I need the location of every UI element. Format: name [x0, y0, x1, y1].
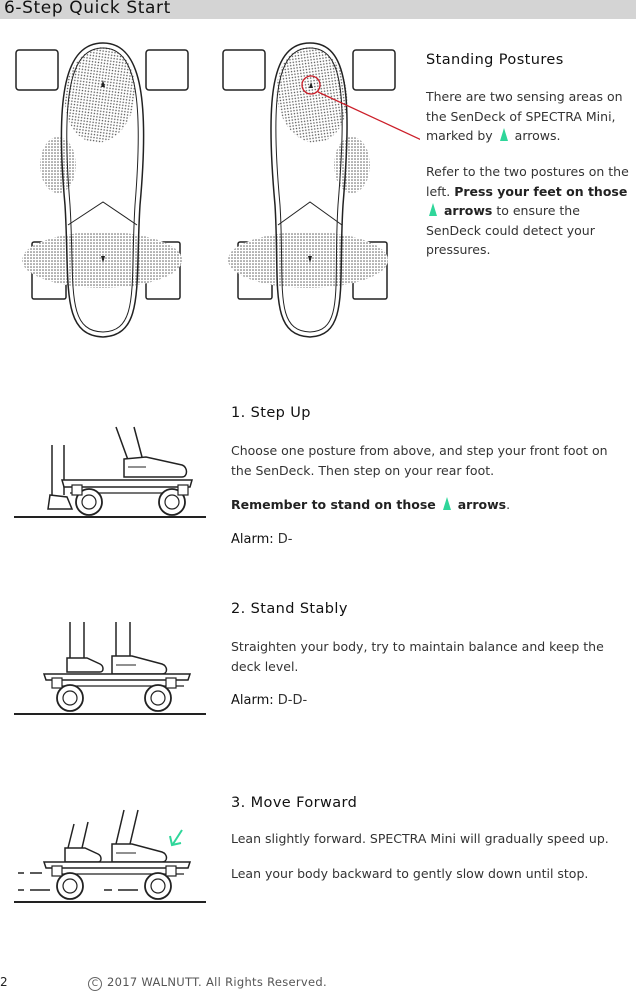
- skateboard-step-up-icon: [14, 426, 206, 518]
- step-3-text-1: Lean slightly forward. SPECTRA Mini will…: [231, 831, 609, 846]
- copyright-icon: C: [88, 977, 102, 991]
- copyright: C 2017 WALNUTT. All Rights Reserved.: [88, 975, 327, 991]
- step-1-remember-text: Remember to stand on those: [231, 497, 436, 512]
- step-1-title: 1. Step Up: [231, 405, 311, 421]
- step-1-alarm: Alarm: D-: [231, 530, 292, 550]
- sensing-arrow-icon: [499, 128, 508, 141]
- postures-p2-text: Refer to the two postures on the left.: [426, 164, 629, 199]
- header-bar: 6-Step Quick Start: [0, 0, 636, 19]
- alarm-value: D-D-: [277, 693, 308, 708]
- foot-postures-illustration: [15, 42, 420, 338]
- sensing-arrow-icon: [442, 497, 451, 510]
- postures-p2-bold-arrows: arrows: [443, 203, 493, 218]
- skateboard-move-icon: [14, 809, 206, 903]
- postures-title: Standing Postures: [426, 52, 564, 68]
- step-1-remember-arrows: arrows: [457, 497, 507, 512]
- step-1-remember-period: .: [506, 497, 511, 512]
- step-3-title: 3. Move Forward: [231, 795, 358, 811]
- step-2-title: 2. Stand Stably: [231, 601, 348, 617]
- postures-p1-tail: arrows.: [514, 128, 561, 143]
- foot-outline-left-icon: [15, 42, 189, 338]
- skateboard-stand-icon: [14, 622, 206, 715]
- postures-p2-tail: to ensure the SenDeck could detect your …: [426, 203, 595, 257]
- alarm-label: Alarm:: [231, 693, 274, 708]
- step-2-text: Straighten your body, try to maintain ba…: [231, 639, 604, 674]
- step-2-alarm: Alarm: D-D-: [231, 691, 307, 711]
- step-3-text-2: Lean your body backward to gently slow d…: [231, 866, 589, 881]
- alarm-label: Alarm:: [231, 532, 274, 547]
- postures-p2-bold: Press your feet on those: [454, 183, 628, 199]
- speed-arrow-icon: [169, 829, 183, 847]
- step-1-remember: Remember to stand on those arrows.: [231, 495, 631, 515]
- postures-p1-text: There are two sensing areas on the SenDe…: [426, 89, 623, 143]
- copyright-text: 2017 WALNUTT. All Rights Reserved.: [107, 975, 327, 989]
- sensing-arrow-icon: [429, 203, 437, 216]
- foot-outline-right-icon: [222, 42, 420, 338]
- alarm-value: D-: [277, 532, 293, 547]
- postures-paragraph-1: There are two sensing areas on the SenDe…: [426, 87, 634, 146]
- page-number: 2: [0, 975, 8, 989]
- page-title: 6-Step Quick Start: [4, 0, 171, 18]
- step-1-text: Choose one posture from above, and step …: [231, 443, 608, 478]
- postures-paragraph-2: Refer to the two postures on the left. P…: [426, 162, 636, 260]
